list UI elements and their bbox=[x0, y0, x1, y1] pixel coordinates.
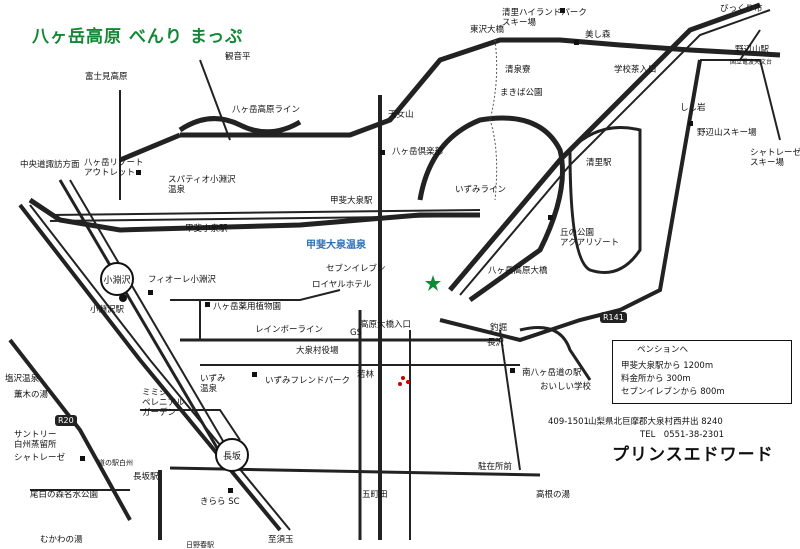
place-fujimi: 富士見高原 bbox=[85, 72, 128, 82]
place-miks-garden: ミミシ ペレニアル ガーデン bbox=[142, 388, 185, 418]
place-shirasu: 至須玉 bbox=[268, 535, 294, 545]
address-zip: 409-1501 bbox=[548, 417, 589, 427]
place-suntory: サントリー 白州蒸留所 bbox=[14, 430, 57, 450]
place-chateraise-ski: シャトレーゼ スキー場 bbox=[750, 148, 800, 168]
place-village-office: 大泉村役場 bbox=[296, 346, 339, 356]
place-hino-station: 日野春駅 bbox=[186, 541, 214, 549]
place-spartie: スパティオ小淵沢 温泉 bbox=[168, 175, 236, 195]
place-kanoki: 薫木の湯 bbox=[14, 390, 49, 400]
legend-line-1: 甲斐大泉駅から 1200m bbox=[621, 361, 714, 371]
place-takane-entrance: 高原大橋入口 bbox=[360, 320, 412, 330]
hot-spring-label: 甲斐大泉温泉 bbox=[306, 240, 366, 251]
poi-marker bbox=[510, 368, 515, 373]
brand-name: プリンスエドワード bbox=[612, 445, 774, 465]
place-chateraise: シャトレーゼ bbox=[14, 453, 66, 463]
route-badge-r141: R141 bbox=[600, 312, 627, 323]
place-fiore: フィオーレ小淵沢 bbox=[148, 275, 216, 285]
place-observatory: 国立電波天文台 bbox=[730, 59, 773, 66]
place-royal: ロイヤルホテル bbox=[312, 280, 372, 290]
place-nobeyama: 野辺山駅 bbox=[735, 45, 770, 55]
junction-kosawa: 小淵沢 bbox=[100, 262, 134, 296]
place-kiyosato-ski: 清里ハイランドパーク スキー場 bbox=[502, 8, 587, 28]
poi-marker bbox=[560, 8, 565, 13]
place-bikkuri: びっくり市 bbox=[720, 4, 763, 14]
poi-marker bbox=[205, 302, 210, 307]
place-wakabayashi: 若林 bbox=[357, 370, 375, 380]
place-gakko: 学校茶入口 bbox=[614, 65, 657, 75]
place-ogawa: 尾白の森名水公園 bbox=[30, 490, 99, 500]
place-shio-onsen: 塩沢温泉 bbox=[5, 374, 40, 384]
place-chuo-exit: 中央道諏訪方面 bbox=[20, 160, 80, 170]
place-michi-hakushu: 道の駅白州 bbox=[98, 459, 133, 467]
place-plants: 八ヶ岳薬用植物園 bbox=[213, 302, 282, 312]
place-mukawa: むかわの湯 bbox=[40, 535, 83, 545]
poi-marker bbox=[148, 290, 153, 295]
place-kirara: きらら SC bbox=[200, 497, 240, 507]
poi-marker bbox=[380, 150, 385, 155]
place-rainbow: レインボーライン bbox=[255, 325, 324, 335]
place-school: おいしい学校 bbox=[540, 382, 592, 392]
legend-line-2: 料金所から 300m bbox=[621, 374, 691, 384]
place-kosawa-station: 小淵沢駅 bbox=[90, 305, 125, 315]
address-text: 山梨県北巨摩郡大泉村西井出 8240 bbox=[588, 417, 723, 427]
poi-marker bbox=[252, 372, 257, 377]
place-makiba: まきば公園 bbox=[500, 88, 543, 98]
place-outlet: 八ヶ岳リゾート アウトレット bbox=[84, 158, 144, 178]
poi-marker bbox=[228, 488, 233, 493]
place-nagasaka-station: 長坂駅 bbox=[133, 472, 159, 482]
place-oka: 丘の公園 アクアリゾート bbox=[560, 228, 620, 248]
place-seisenryo: 清泉寮 bbox=[505, 65, 531, 75]
map-title: 八ヶ岳高原 べんり まっぷ bbox=[32, 27, 244, 47]
poi-marker bbox=[80, 456, 85, 461]
place-takane-yu: 高根の湯 bbox=[536, 490, 571, 500]
place-gs: GS bbox=[350, 328, 362, 338]
place-kai-kosaka-station: 甲斐小泉駅 bbox=[185, 224, 228, 234]
place-shishi: しし岩 bbox=[680, 103, 706, 113]
address-tel: TEL 0551-38-2301 bbox=[640, 430, 725, 440]
place-izumi-line: いずみライン bbox=[455, 185, 507, 195]
place-kiyosato-station: 清里駅 bbox=[586, 158, 612, 168]
route-badge-r20: R20 bbox=[55, 415, 77, 426]
place-michi-station: 南八ヶ岳道の駅 bbox=[522, 368, 582, 378]
place-seven: セブンイレブン bbox=[326, 264, 386, 274]
place-tsuribori: 釣堀 bbox=[490, 323, 508, 333]
legend-line-3: セブンイレブンから 800m bbox=[621, 387, 725, 397]
place-mishimori: 美し森 bbox=[585, 30, 611, 40]
poi-marker bbox=[136, 170, 141, 175]
legend-head: ペンションへ bbox=[637, 345, 689, 355]
place-kannon: 観音平 bbox=[225, 52, 251, 62]
poi-marker bbox=[548, 215, 553, 220]
place-kai-izumi-station: 甲斐大泉駅 bbox=[330, 196, 373, 206]
place-chuzai: 駐在所前 bbox=[478, 462, 513, 472]
place-nagasawa: 長沢 bbox=[487, 338, 505, 348]
place-izumi-onsen: いずみ 温泉 bbox=[200, 374, 226, 394]
place-club: 八ヶ岳倶楽部 bbox=[392, 147, 444, 157]
place-izumi-friend: いずみフレンドパーク bbox=[265, 376, 351, 386]
poi-marker bbox=[688, 121, 693, 126]
place-east-bridge: 東沢大橋 bbox=[470, 25, 505, 35]
legend-box: ペンションへ 甲斐大泉駅から 1200m 料金所から 300m セブンイレブンか… bbox=[612, 340, 792, 404]
place-tenjo: 天女山 bbox=[388, 110, 414, 120]
place-gocho: 五町田 bbox=[362, 490, 388, 500]
place-yatsu-line: 八ヶ岳高原ライン bbox=[232, 105, 301, 115]
place-yatsu-bridge: 八ヶ岳高原大橋 bbox=[488, 266, 548, 276]
poi-marker bbox=[574, 40, 579, 45]
junction-nagasaka: 長坂 bbox=[215, 438, 249, 472]
place-nobeyama-ski: 野辺山スキー場 bbox=[697, 128, 757, 138]
